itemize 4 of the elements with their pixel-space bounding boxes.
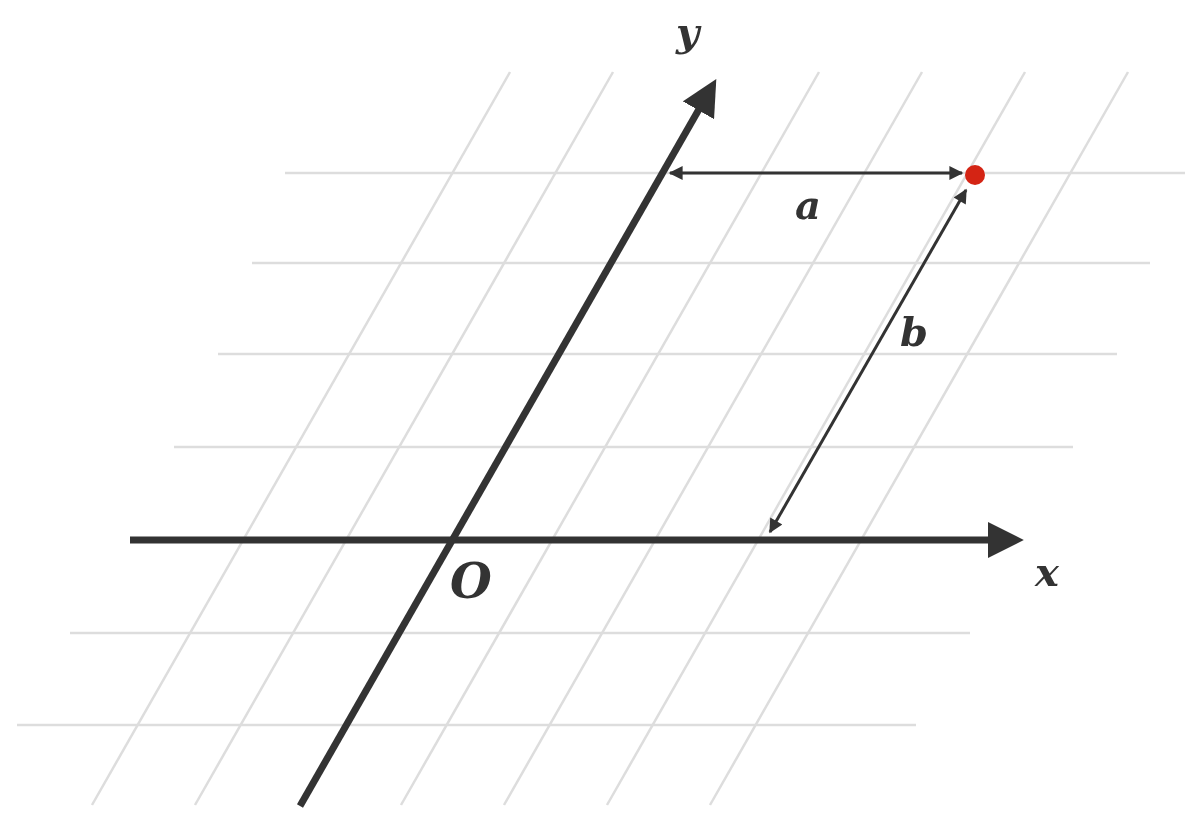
dimension-label: b bbox=[900, 312, 928, 352]
origin-label: O bbox=[450, 557, 492, 605]
axis-label: x bbox=[1035, 552, 1059, 592]
dimension-label: a bbox=[795, 185, 821, 225]
